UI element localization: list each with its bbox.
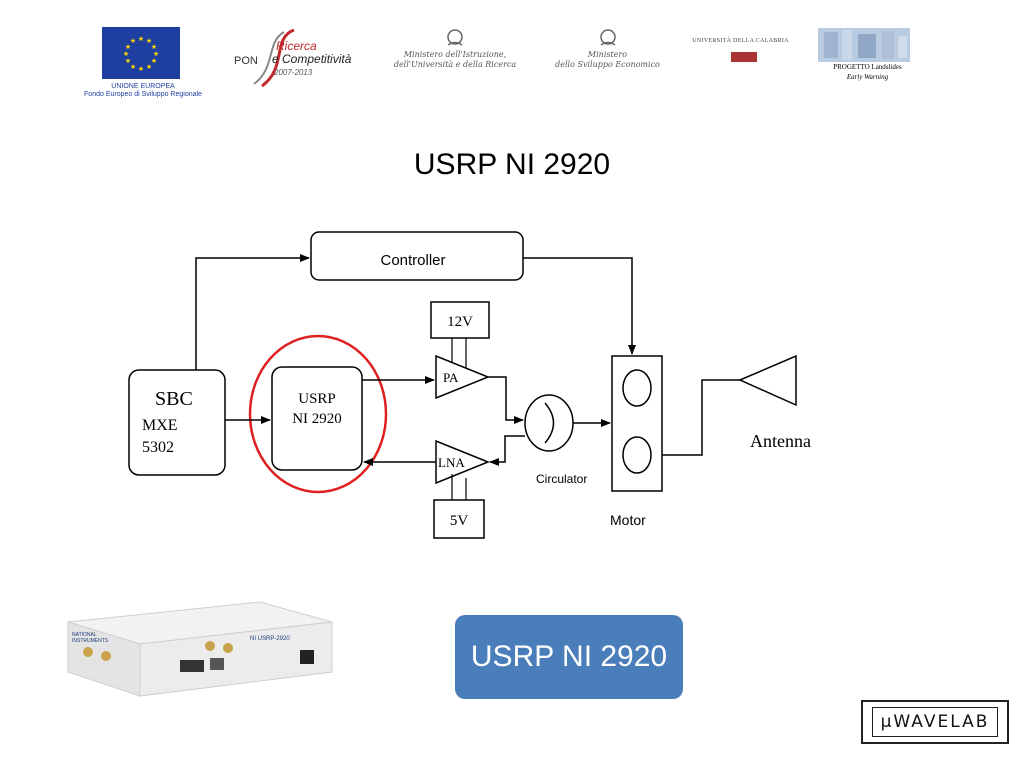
motor-to-antenna-line (662, 379, 740, 456)
usrp-device-photo: NATIONAL INSTRUMENTS NI USRP-2920 (60, 600, 336, 700)
ministry-education-line2: dell'Università e della Ricerca (393, 60, 517, 69)
sbc-label-line2: MXE (142, 417, 178, 434)
svg-text:★: ★ (151, 57, 157, 65)
svg-text:★: ★ (151, 43, 157, 51)
circulator: Circulator (524, 394, 587, 486)
pon-years: 2007-2013 (273, 68, 313, 77)
pon-prefix: PON (234, 55, 258, 67)
svg-text:★: ★ (125, 57, 131, 65)
eu-stars-icon: ★★★ ★★★ ★★★ ★★★ (123, 35, 159, 73)
eu-flag-logo: ★★★ ★★★ ★★★ ★★★ (102, 27, 180, 79)
ministry-development-line1: Ministero (587, 50, 628, 59)
svg-text:★: ★ (138, 35, 144, 43)
italy-emblem-icon (597, 28, 619, 48)
usrp-callout-box: USRP NI 2920 (455, 615, 683, 699)
progetto-line2: Early Warning (846, 73, 889, 81)
ministry-development-logo: Ministero dello Sviluppo Economico (540, 28, 675, 70)
svg-text:★: ★ (130, 37, 136, 45)
lna-amplifier: LNA (435, 439, 491, 485)
svg-text:★: ★ (153, 50, 159, 58)
svg-text:★: ★ (146, 37, 152, 45)
motor-label: Motor (610, 512, 646, 528)
sbc-label-line1: SBC (155, 388, 193, 410)
eu-caption-sub: Fondo Europeo di Sviluppo Regionale (84, 91, 202, 98)
device-model-label: NI USRP-2920 (250, 636, 290, 642)
supply-12v-label: 12V (447, 314, 473, 330)
usrp-highlight-circle (248, 334, 388, 494)
uwavelab-logo-text: µWAVELAB (871, 707, 999, 737)
ministry-development-line2: dello Sviluppo Economico (555, 60, 660, 69)
supply-12v-block: 12V (430, 301, 490, 368)
pa-amplifier: PA (435, 354, 491, 400)
italy-emblem-icon (444, 28, 466, 48)
controller-label: Controller (380, 252, 445, 269)
antenna-label: Antenna (750, 431, 811, 451)
sbc-to-controller-arrow (195, 254, 310, 370)
ministry-education-logo: Ministero dell'Istruzione, dell'Universi… (380, 28, 530, 70)
pon-line1: Ricerca (276, 39, 317, 53)
pa-label: PA (443, 370, 459, 385)
unical-mark-icon (731, 52, 757, 62)
progetto-line1: PROGETTO Landslides (833, 63, 902, 71)
supply-5v-block: 5V (433, 474, 485, 539)
slide-title: USRP NI 2920 (413, 148, 611, 181)
eu-caption-title: UNIONE EUROPEA (111, 83, 175, 90)
supply-5v-label: 5V (450, 513, 469, 529)
lna-label: LNA (438, 455, 465, 470)
eu-caption: UNIONE EUROPEA Fondo Europeo di Sviluppo… (78, 83, 208, 99)
device-brand-line1: NATIONAL (72, 632, 97, 638)
usrp-block: USRP NI 2920 (271, 366, 363, 471)
svg-text:★: ★ (123, 50, 129, 58)
ministry-education-line1: Ministero dell'Istruzione, (403, 50, 507, 59)
unical-caption: UNIVERSITÀ DELLA CALABRIA (692, 38, 789, 44)
usrp-label-line1: USRP (298, 391, 336, 407)
usrp-label-line2: NI 2920 (292, 411, 342, 427)
pon-logo: PON Ricerca e Competitività 2007-2013 (232, 28, 372, 88)
circulator-label: Circulator (536, 472, 587, 486)
svg-text:★: ★ (146, 63, 152, 71)
pa-to-circulator-arrow (488, 376, 524, 424)
controller-block: Controller (310, 231, 524, 281)
svg-text:★: ★ (130, 63, 136, 71)
antenna: Antenna (738, 354, 811, 451)
motor-block: Motor (610, 355, 663, 528)
svg-text:★: ★ (125, 43, 131, 51)
circulator-to-lna-arrow (489, 435, 525, 466)
pon-line2: e Competitività (272, 52, 352, 66)
uwavelab-logo: µWAVELAB (861, 700, 1009, 744)
svg-text:★: ★ (138, 65, 144, 73)
sbc-label-line3: 5302 (142, 439, 174, 456)
controller-to-motor-arrow (523, 257, 636, 355)
progetto-caption: PROGETTO Landslides Early Warning (810, 62, 925, 82)
sbc-block: SBC MXE 5302 (128, 369, 226, 476)
pon-swoosh-icon: PON Ricerca e Competitività 2007-2013 (234, 28, 352, 88)
device-brand-line2: INSTRUMENTS (72, 638, 109, 644)
progetto-landslide-image (818, 28, 910, 62)
